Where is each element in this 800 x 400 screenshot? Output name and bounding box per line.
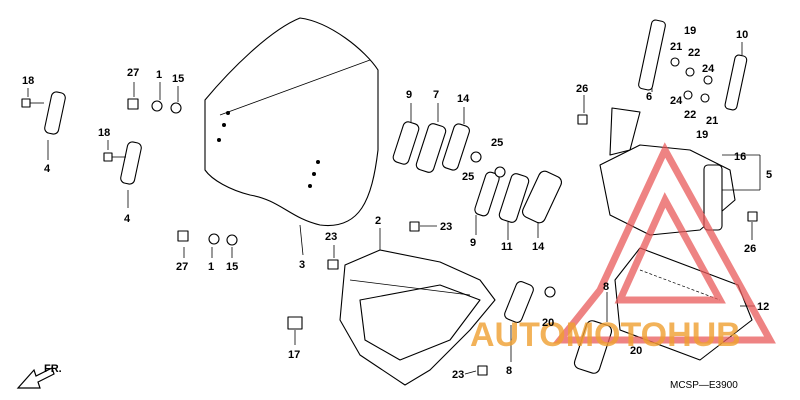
watermark-text: AUTOMOTOHUB: [470, 316, 741, 354]
diagram-code: MCSP—E3900: [670, 380, 738, 391]
label-14: 14: [532, 241, 545, 253]
label-20: 20: [542, 317, 554, 329]
label-19: 19: [696, 129, 708, 141]
label-26: 26: [576, 83, 588, 95]
label-22: 22: [684, 109, 696, 121]
label-4: 4: [124, 213, 131, 225]
label-17: 17: [288, 349, 300, 361]
label-6: 6: [646, 91, 652, 103]
label-2: 2: [375, 215, 381, 227]
label-25: 25: [491, 137, 503, 149]
label-7: 7: [433, 89, 439, 101]
label-10: 10: [736, 29, 748, 41]
label-25: 25: [462, 171, 474, 183]
label-24: 24: [670, 95, 683, 107]
label-23: 23: [440, 221, 452, 233]
label-21: 21: [706, 115, 718, 127]
label-1: 1: [156, 69, 162, 81]
label-20: 20: [630, 345, 642, 357]
direction-label: FR.: [44, 363, 62, 375]
label-18: 18: [98, 127, 110, 139]
label-9: 9: [406, 89, 412, 101]
label-24: 24: [702, 63, 715, 75]
label-8: 8: [603, 281, 609, 293]
label-22: 22: [688, 47, 700, 59]
label-18: 18: [22, 75, 34, 87]
label-23: 23: [452, 369, 464, 381]
windscreen-part: [204, 17, 379, 227]
label-21: 21: [670, 41, 682, 53]
label-26: 26: [744, 243, 756, 255]
bracket-parts: [392, 121, 646, 374]
label-15: 15: [172, 73, 184, 85]
label-5: 5: [766, 169, 772, 181]
label-15: 15: [226, 261, 238, 273]
label-8: 8: [506, 365, 512, 377]
watermark-logo: [552, 142, 776, 344]
label-9: 9: [470, 237, 476, 249]
side-stay-part: [44, 91, 142, 185]
bolt-parts: [21, 98, 758, 376]
label-11: 11: [501, 241, 513, 253]
label-4: 4: [44, 163, 51, 175]
label-23: 23: [325, 231, 337, 243]
upper-cowl-part: [339, 249, 496, 386]
part-number-labels: 18 4 18 4 27 1 15 27 1 15 3 2 23 17 23 2…: [22, 25, 772, 381]
front-direction-arrow: FR.: [16, 363, 62, 389]
label-27: 27: [127, 67, 139, 79]
label-16: 16: [734, 151, 746, 163]
label-19: 19: [684, 25, 696, 37]
label-12: 12: [757, 301, 769, 313]
label-3: 3: [299, 259, 305, 271]
label-13: 14: [457, 93, 470, 105]
label-1: 1: [208, 261, 214, 273]
label-27: 27: [176, 261, 188, 273]
